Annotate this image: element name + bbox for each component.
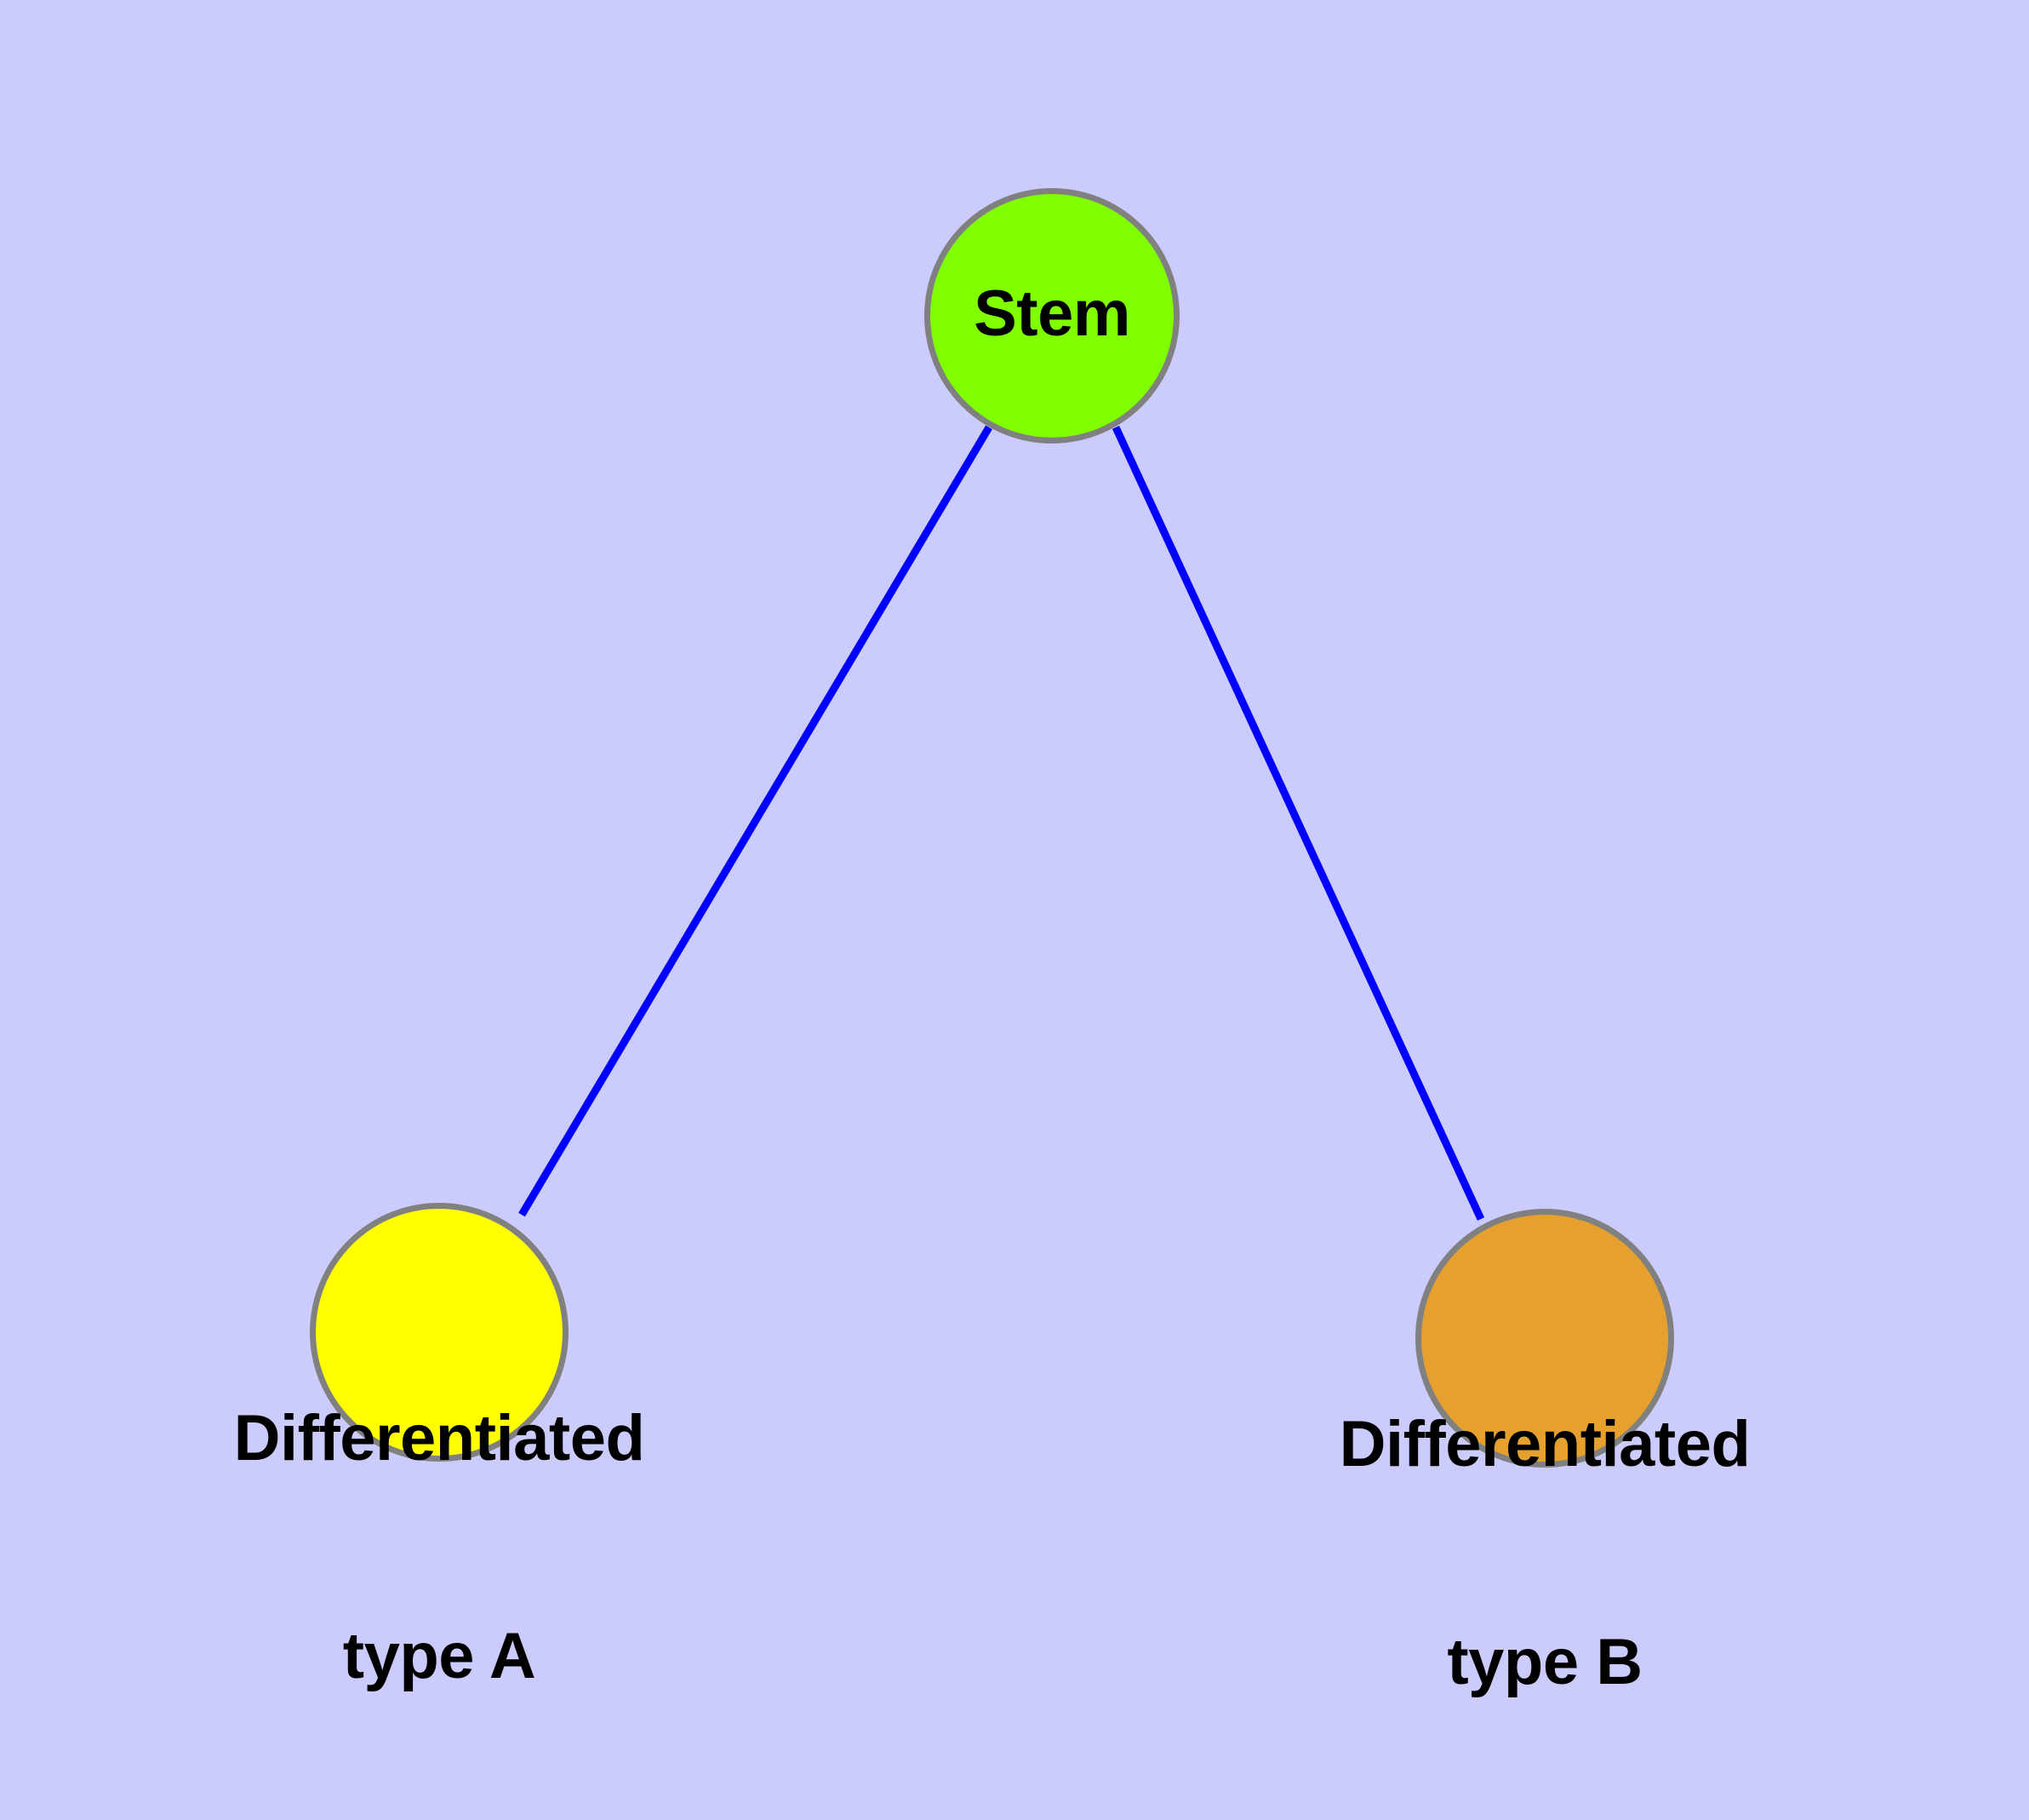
node-differentiated-type-a[interactable] (310, 1203, 569, 1462)
node-differentiated-type-b[interactable] (1415, 1209, 1674, 1468)
edge-stem-to-diff-b[interactable] (1112, 426, 1485, 1221)
node-stem[interactable] (924, 188, 1180, 444)
edge-stem-to-diff-a[interactable] (518, 425, 992, 1217)
